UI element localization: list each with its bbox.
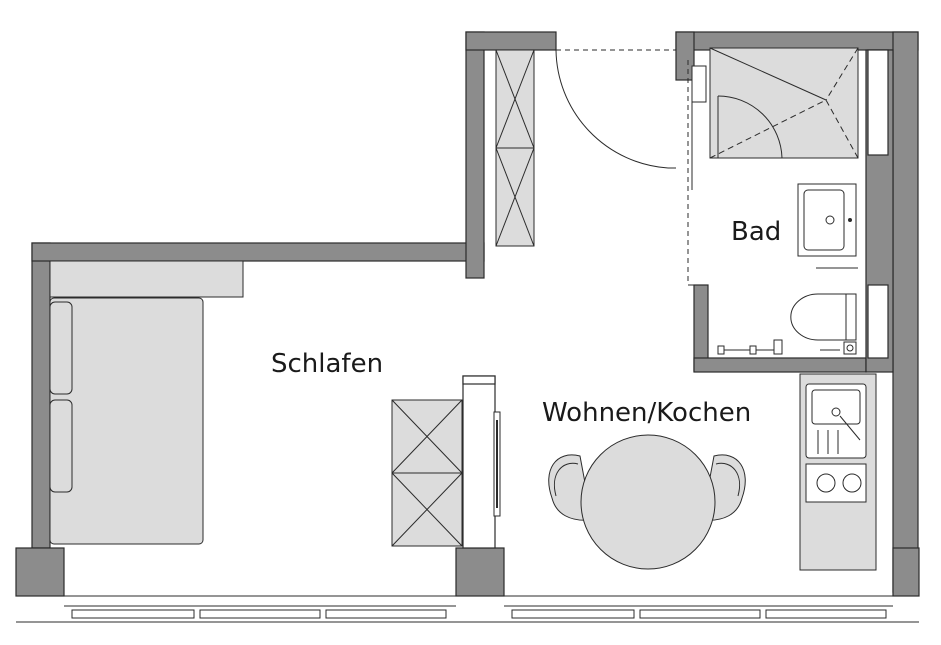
wall-top-left	[31, 242, 485, 262]
room-label-wohnen-kochen: Wohnen/Kochen	[542, 398, 751, 428]
wall-shelf	[49, 260, 244, 298]
kitchenette	[799, 373, 877, 571]
cooktop	[805, 463, 867, 503]
wall-top-right	[675, 31, 919, 51]
pillar-left	[15, 547, 65, 597]
toilet	[790, 293, 857, 341]
entry-wardrobe	[495, 49, 535, 247]
entrance-door	[555, 32, 676, 169]
wall-right	[892, 31, 919, 593]
pillar-middle	[455, 547, 505, 597]
wall-entry-left	[465, 31, 485, 279]
partition-column	[462, 375, 496, 549]
dining-set	[548, 434, 746, 570]
shower-tray	[709, 47, 859, 159]
room-label-schlafen: Schlafen	[271, 349, 383, 379]
room-label-bad: Bad	[731, 217, 781, 247]
bathroom	[687, 47, 859, 355]
tv-panel	[493, 411, 501, 517]
wall-left	[31, 242, 51, 549]
dining-table	[580, 434, 716, 570]
wall-bath-left	[675, 31, 695, 81]
pillar-right	[892, 547, 920, 597]
living-wardrobe	[391, 399, 463, 547]
wall-bath-bottom	[693, 357, 867, 373]
walls	[15, 31, 920, 597]
window-strip	[16, 595, 919, 623]
bed	[49, 297, 204, 545]
wall-top-entry	[465, 31, 557, 51]
